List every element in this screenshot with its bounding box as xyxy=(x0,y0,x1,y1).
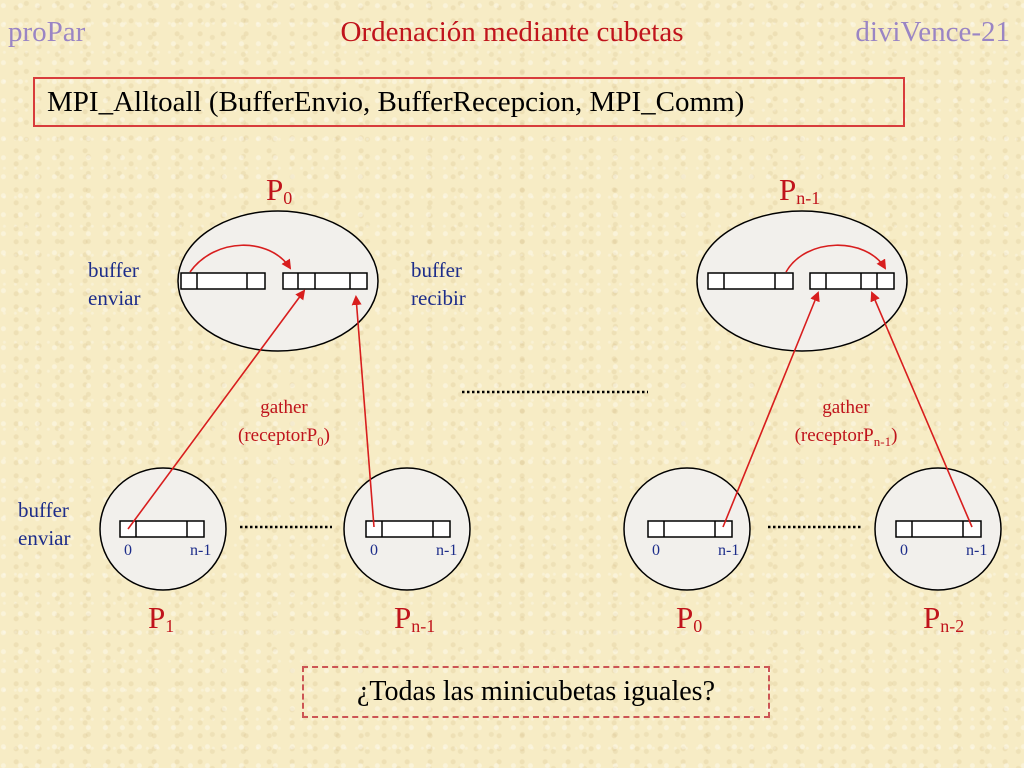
buffer-p0 xyxy=(647,520,733,538)
index-last-pn1: n-1 xyxy=(436,542,458,559)
buffer-recv-p0 xyxy=(282,272,368,290)
index-first-p1: 0 xyxy=(124,542,132,559)
label-pn2-bottom: Pn-2 xyxy=(923,600,965,636)
ellipse-p0-top xyxy=(177,210,379,352)
label-p0-top: P0 xyxy=(266,172,293,208)
buffer-p1 xyxy=(119,520,205,538)
index-first-pn2: 0 xyxy=(900,542,908,559)
arrow-pn2-to-pn1 xyxy=(870,291,973,528)
label-pn1-bottom: Pn-1 xyxy=(394,600,436,636)
buffer-send-p0 xyxy=(180,272,266,290)
index-last-p0: n-1 xyxy=(718,542,740,559)
index-last-p1: n-1 xyxy=(190,542,212,559)
header-right: diviVence-21 xyxy=(855,16,1010,48)
arrow-pn1-to-p0 xyxy=(351,295,375,528)
label-gather-right: gather(receptorPn-1) xyxy=(794,397,898,449)
arrow-local-copy-pn1 xyxy=(785,244,887,273)
buffer-recv-pn1 xyxy=(809,272,895,290)
buffer-pn2 xyxy=(895,520,982,538)
question-box: ¿Todas las minicubetas iguales? xyxy=(302,666,770,718)
ellipse-pn1-top xyxy=(696,210,908,352)
index-first-p0: 0 xyxy=(652,542,660,559)
label-p1-bottom: P1 xyxy=(148,600,175,636)
label-pn1-top: Pn-1 xyxy=(779,172,821,208)
slide-title: Ordenación mediante cubetas xyxy=(340,16,684,48)
arrow-local-copy-p0 xyxy=(189,244,292,273)
buffer-send-pn1 xyxy=(707,272,794,290)
arrow-p1-to-p0 xyxy=(127,289,306,530)
label-gather-left: gather(receptorP0) xyxy=(238,397,330,449)
label-p0-bottom: P0 xyxy=(676,600,703,636)
mpi-call-box: MPI_Alltoall (BufferEnvio, BufferRecepci… xyxy=(33,77,905,127)
index-first-pn1: 0 xyxy=(370,542,378,559)
buffer-pn1 xyxy=(365,520,451,538)
index-last-pn2: n-1 xyxy=(966,542,988,559)
header-left: proPar xyxy=(8,16,86,48)
arrow-p0-to-pn1 xyxy=(722,291,820,528)
